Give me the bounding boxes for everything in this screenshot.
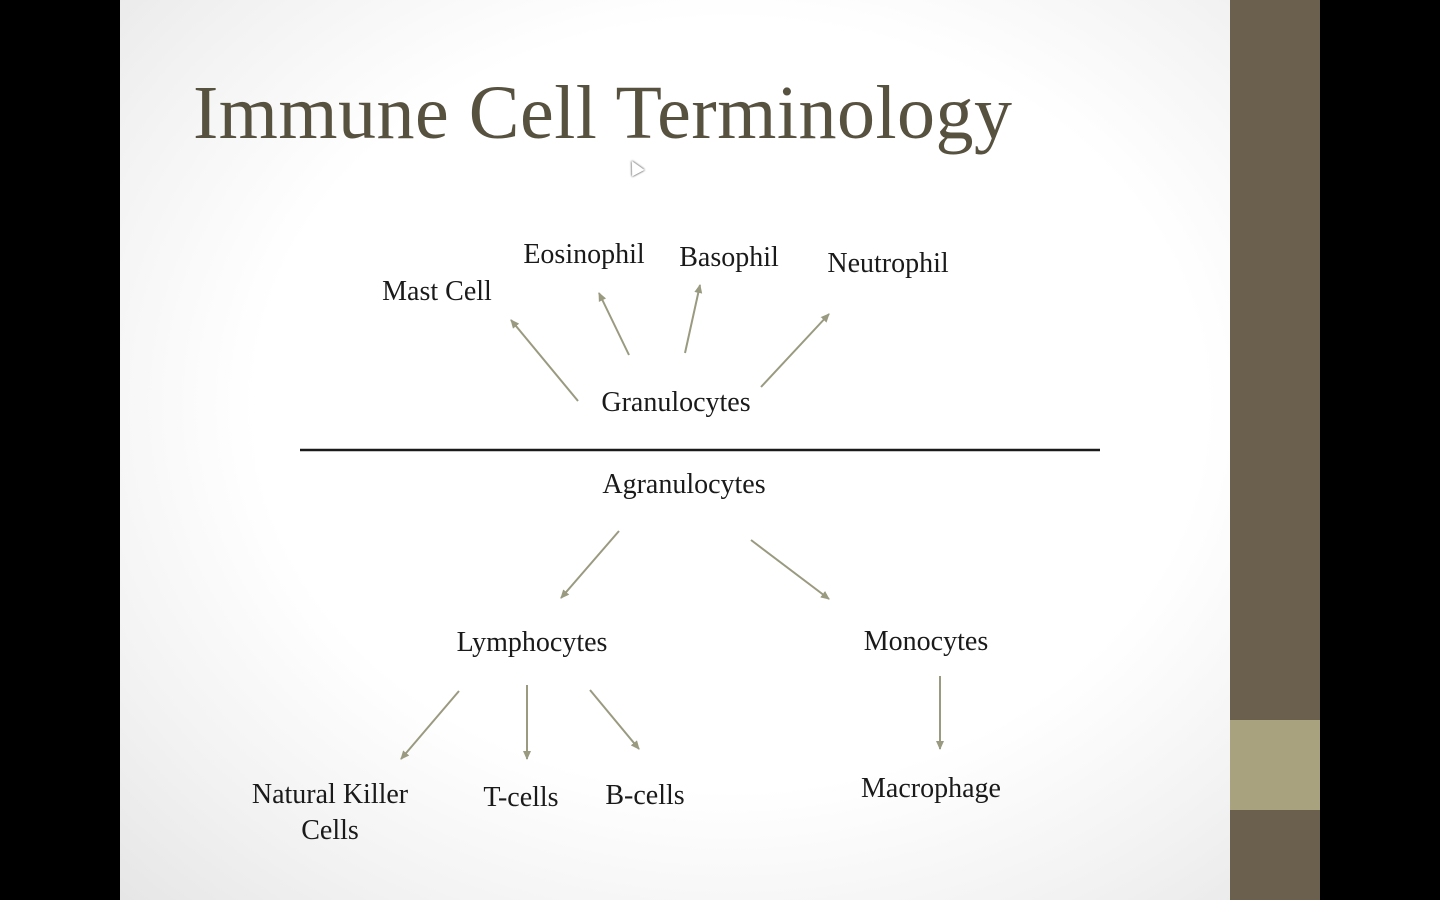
label-basophil: Basophil [679,242,779,273]
arrow-to-monocytes [750,539,830,600]
label-t-cells: T-cells [483,782,559,813]
label-eosinophil: Eosinophil [523,239,645,270]
label-macrophage: Macrophage [861,773,1001,804]
slide-sidebar-decoration [1230,0,1320,900]
arrow-to-neutrophil [760,313,830,388]
label-granulocytes: Granulocytes [601,387,751,418]
arrow-to-lymphocytes [560,530,620,599]
sidebar-accent-band [1230,720,1320,810]
label-b-cells: B-cells [605,780,685,811]
label-monocytes: Monocytes [863,626,989,657]
label-mast-cell: Mast Cell [382,276,492,307]
label-lymphocytes: Lymphocytes [456,627,608,658]
label-agranulocytes: Agranulocytes [602,469,766,500]
slide-title: Immune Cell Terminology [193,71,1013,155]
arrow-to-mast-cell [510,319,579,402]
arrow-to-basophil [684,284,703,354]
arrow-to-nk-cells [400,690,460,760]
label-neutrophil: Neutrophil [827,248,949,279]
arrow-to-b-cells [589,689,640,750]
arrow-to-eosinophil [598,292,630,356]
label-natural-killer-cells: Natural Killer Cells [251,779,409,846]
